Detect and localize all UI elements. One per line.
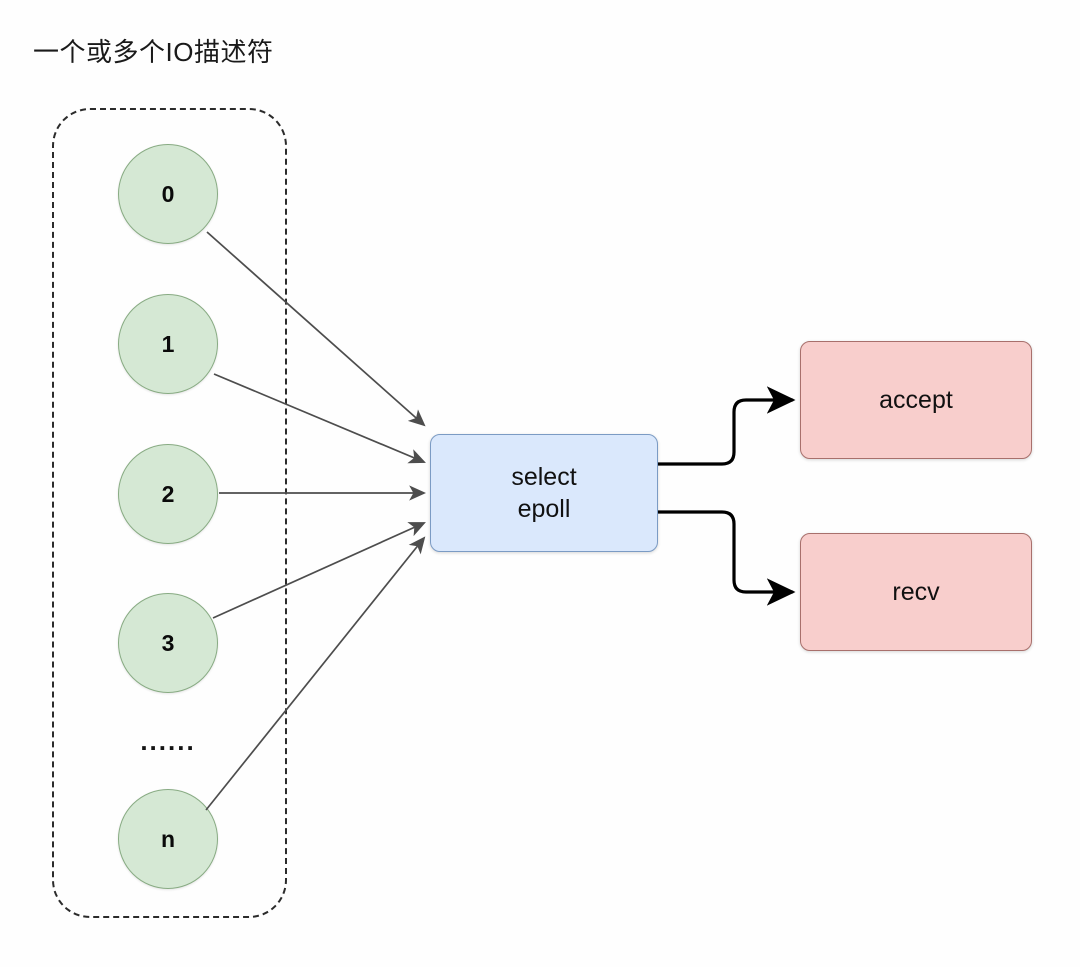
handler-node-accept[interactable]: accept <box>800 341 1032 459</box>
descriptor-ellipsis: ...... <box>140 726 196 756</box>
io-descriptor-group <box>52 108 287 918</box>
descriptor-node-1[interactable]: 1 <box>118 294 218 394</box>
descriptor-label: 0 <box>161 180 175 207</box>
descriptor-node-3[interactable]: 3 <box>118 593 218 693</box>
handler-label: recv <box>892 578 940 606</box>
multiplexer-node[interactable]: select epoll <box>430 434 658 552</box>
descriptor-node-n[interactable]: n <box>118 789 218 889</box>
handler-node-recv[interactable]: recv <box>800 533 1032 651</box>
descriptor-node-2[interactable]: 2 <box>118 444 218 544</box>
handler-label: accept <box>879 386 953 414</box>
descriptor-label: n <box>160 825 176 852</box>
descriptor-label: 3 <box>161 629 175 656</box>
descriptor-label: 1 <box>161 330 175 357</box>
descriptor-node-0[interactable]: 0 <box>118 144 218 244</box>
multiplexer-label-epoll: epoll <box>517 495 571 523</box>
edge-select-to-recv <box>656 510 796 606</box>
multiplexer-label-select: select <box>511 463 577 491</box>
edge-select-to-accept <box>656 386 796 466</box>
descriptor-label: 2 <box>161 480 175 507</box>
page-title: 一个或多个IO描述符 <box>33 37 274 67</box>
